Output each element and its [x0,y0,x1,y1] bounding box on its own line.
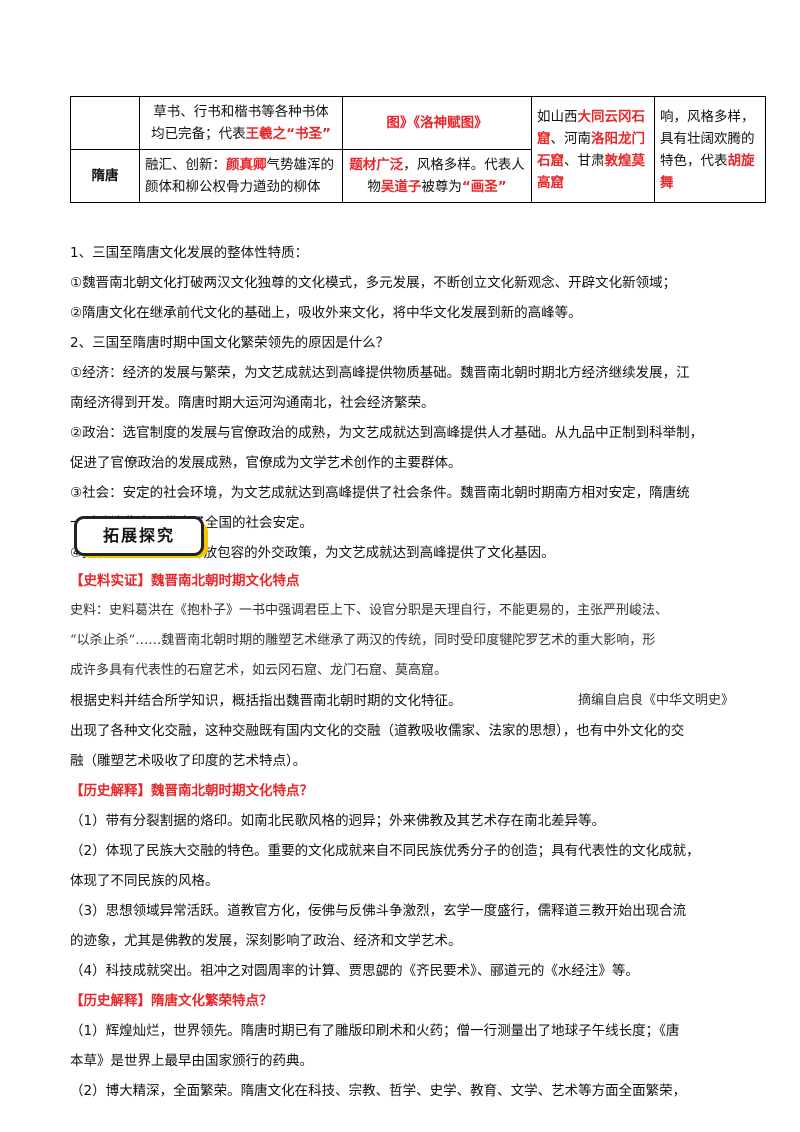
shiliao-heading-block: 【史料实证】魏晋南北朝时期文化特点 [70,566,734,596]
text-line: ②政治：选官制度的发展与官僚政治的成熟，为文艺成就达到高峰提供人才基础。从九品中… [70,425,704,441]
text-line: （4）科技成就突出。祖冲之对圆周率的计算、贾思勰的《齐民要术》、郦道元的《水经注… [70,963,639,979]
banner-title: 拓展探究 [74,516,204,556]
section-banner: 拓展探究 [74,516,210,560]
text-line: （2）博大精深，全面繁荣。隋唐文化在科技、宗教、哲学、史学、教育、文学、艺术等方… [70,1083,687,1099]
cell-text: 表人物 [367,157,525,195]
question-text: 根据史料并结合所学知识，概括指出魏晋南北朝时期的文化特征。 [70,693,462,709]
cell-text: 融汇、创新： [145,157,226,173]
table-cell-calligraphy: 融汇、创新：颜真卿气势雄浑的 颜体和柳公权骨力遒劲的柳体 [139,149,343,203]
highlight-text: 王羲之“书圣” [245,126,331,142]
table-cell-painting: 图》《洛神赋图》 [342,96,532,150]
highlight-text: 胡旋舞 [660,152,755,191]
cell-text: 均已完备；代表王羲之“书圣” [145,123,337,145]
source-citation: 摘编自启良《中华文明史》 [577,693,734,708]
highlight-text: “画圣” [461,179,507,195]
highlight-text: 吴道子 [380,179,422,195]
section-summary: 1、三国至隋唐文化发展的整体性特质： ①魏晋南北朝文化打破两汉文化独尊的文化模式… [70,238,734,568]
section-heading: 【历史解释】魏晋南北朝时期文化特点？ [70,783,313,799]
section-heading: 【史料实证】魏晋南北朝时期文化特点 [70,573,300,589]
source-quote: 史料：史料葛洪在《抱朴子》一书中强调君臣上下、设官分职是天理自行，不能更易的，主… [70,596,734,716]
table-cell-sculpture: 如山西大同云冈石窟、河南洛阳龙门石窟、甘肃敦煌莫高窟 [531,96,655,203]
highlight-text: 图》《洛神赋图》 [386,115,488,131]
table-cell-era: 隋唐 [70,149,140,203]
cell-text: 颜体和柳公权骨力遒劲的柳体 [145,179,321,195]
cell-text: 草书、行书和楷书等各种书体 [153,104,329,120]
table-row: 隋唐 融汇、创新：颜真卿气势雄浑的 颜体和柳公权骨力遒劲的柳体 题材广泛，风格多… [70,149,766,203]
text-line: ②隋唐文化在继承前代文化的基础上，吸收外来文化，将中华文化发展到新的高峰等。 [70,305,582,321]
culture-table: 草书、行书和楷书等各种书体 均已完备；代表王羲之“书圣” 图》《洛神赋图》 如山… [70,96,766,203]
text-line: ①经济：经济的发展与繁荣，为文艺成就达到高峰提供物质基础。魏晋南北朝时期北方经济… [70,365,690,381]
cell-text: 响，风格多样，具有壮阔欢腾的特色，代表 [660,108,755,169]
text-line: 成许多具有代表性的石窟艺术，如云冈石窟、龙门石窟、莫高窟。 [70,663,448,678]
highlight-text: 题材广泛 [349,157,404,173]
highlight-text: 洛阳龙门石窟 [537,130,645,169]
text-line: （1）带有分裂割据的烙印。如南北民歌风格的迥异；外来佛教及其艺术存在南北差异等。 [70,813,606,829]
text-line: “以杀止杀”……魏晋南北朝时期的雕塑艺术继承了两汉的传统，同时受印度犍陀罗艺术的… [70,633,656,648]
answer-text: 融（雕塑艺术吸收了印度的艺术特点）。 [70,753,307,769]
text-line: （2）体现了民族大交融的特色。重要的文化成就来自不同民族优秀分子的创造；具有代表… [70,843,700,859]
section-heading: 【历史解释】隋唐文化繁荣特点？ [70,993,273,1009]
cell-text: 、河南 [550,130,592,147]
text-line: （3）思想领域异常活跃。道教官方化，佞佛与反佛斗争激烈，玄学一度盛行，儒释道三教… [70,903,687,919]
table-cell-dance: 响，风格多样，具有壮阔欢腾的特色，代表胡旋舞 [654,96,766,203]
cell-text: 气势雄浑的 [266,157,335,173]
highlight-text: 敦煌莫高窟 [537,152,645,191]
text-line: 史料：史料葛洪在《抱朴子》一书中强调君臣上下、设官分职是天理自行，不能更易的，主… [70,603,669,618]
cell-text: 融汇、创新：颜真卿气势雄浑的 [145,154,337,176]
text-line: 1、三国至隋唐文化发展的整体性特质： [70,245,309,261]
cell-text: ，风格多样。代 [403,157,498,173]
answer-text: 出现了各种文化交融，这种交融既有国内文化的交融（道教吸收儒家、法家的思想），也有… [70,723,685,739]
table-cell-era [70,96,140,150]
shiliao-answer: 根据史料并结合所学知识，概括指出魏晋南北朝时期的文化特征。 出现了各种文化交融，… [70,686,734,1106]
highlight-text: 颜真卿 [226,157,267,173]
highlight-text: 大同云冈石窟 [537,108,645,147]
text-line: （1）辉煌灿烂，世界领先。隋唐时期已有了雕版印刷术和火药；僧一行测量出了地球子午… [70,1023,680,1039]
text-line: ③社会：安定的社会环境，为文艺成就达到高峰提供了社会条件。魏晋南北朝时期南方相对… [70,485,690,501]
text-line: 南经济得到开发。隋唐时期大运河沟通南北，社会经济繁荣。 [70,395,435,411]
table-cell-calligraphy: 草书、行书和楷书等各种书体 均已完备；代表王羲之“书圣” [139,96,343,150]
table-cell-painting: 题材广泛，风格多样。代表人物吴道子被尊为“画圣” [342,149,532,203]
text-line: 本草》是世界上最早由国家颁行的药典。 [70,1053,313,1069]
cell-text: 被尊为 [421,179,462,195]
text-line: 促进了官僚政治的发展成熟，官僚成为文学艺术创作的主要群体。 [70,455,462,471]
text-line: 2、三国至隋唐时期中国文化繁荣领先的原因是什么？ [70,335,390,351]
table-row: 草书、行书和楷书等各种书体 均已完备；代表王羲之“书圣” 图》《洛神赋图》 如山… [70,96,766,203]
text-line: 的迹象，尤其是佛教的发展，深刻影响了政治、经济和文学艺术。 [70,933,462,949]
cell-text: 、甘肃 [564,152,605,169]
cell-text: 如山西 [537,108,578,125]
text-line: ①魏晋南北朝文化打破两汉文化独尊的文化模式，多元发展，不断创立文化新观念、开辟文… [70,275,677,291]
cell-text: 均已完备；代表 [151,126,246,142]
text-line: 体现了不同民族的风格。 [70,873,219,889]
